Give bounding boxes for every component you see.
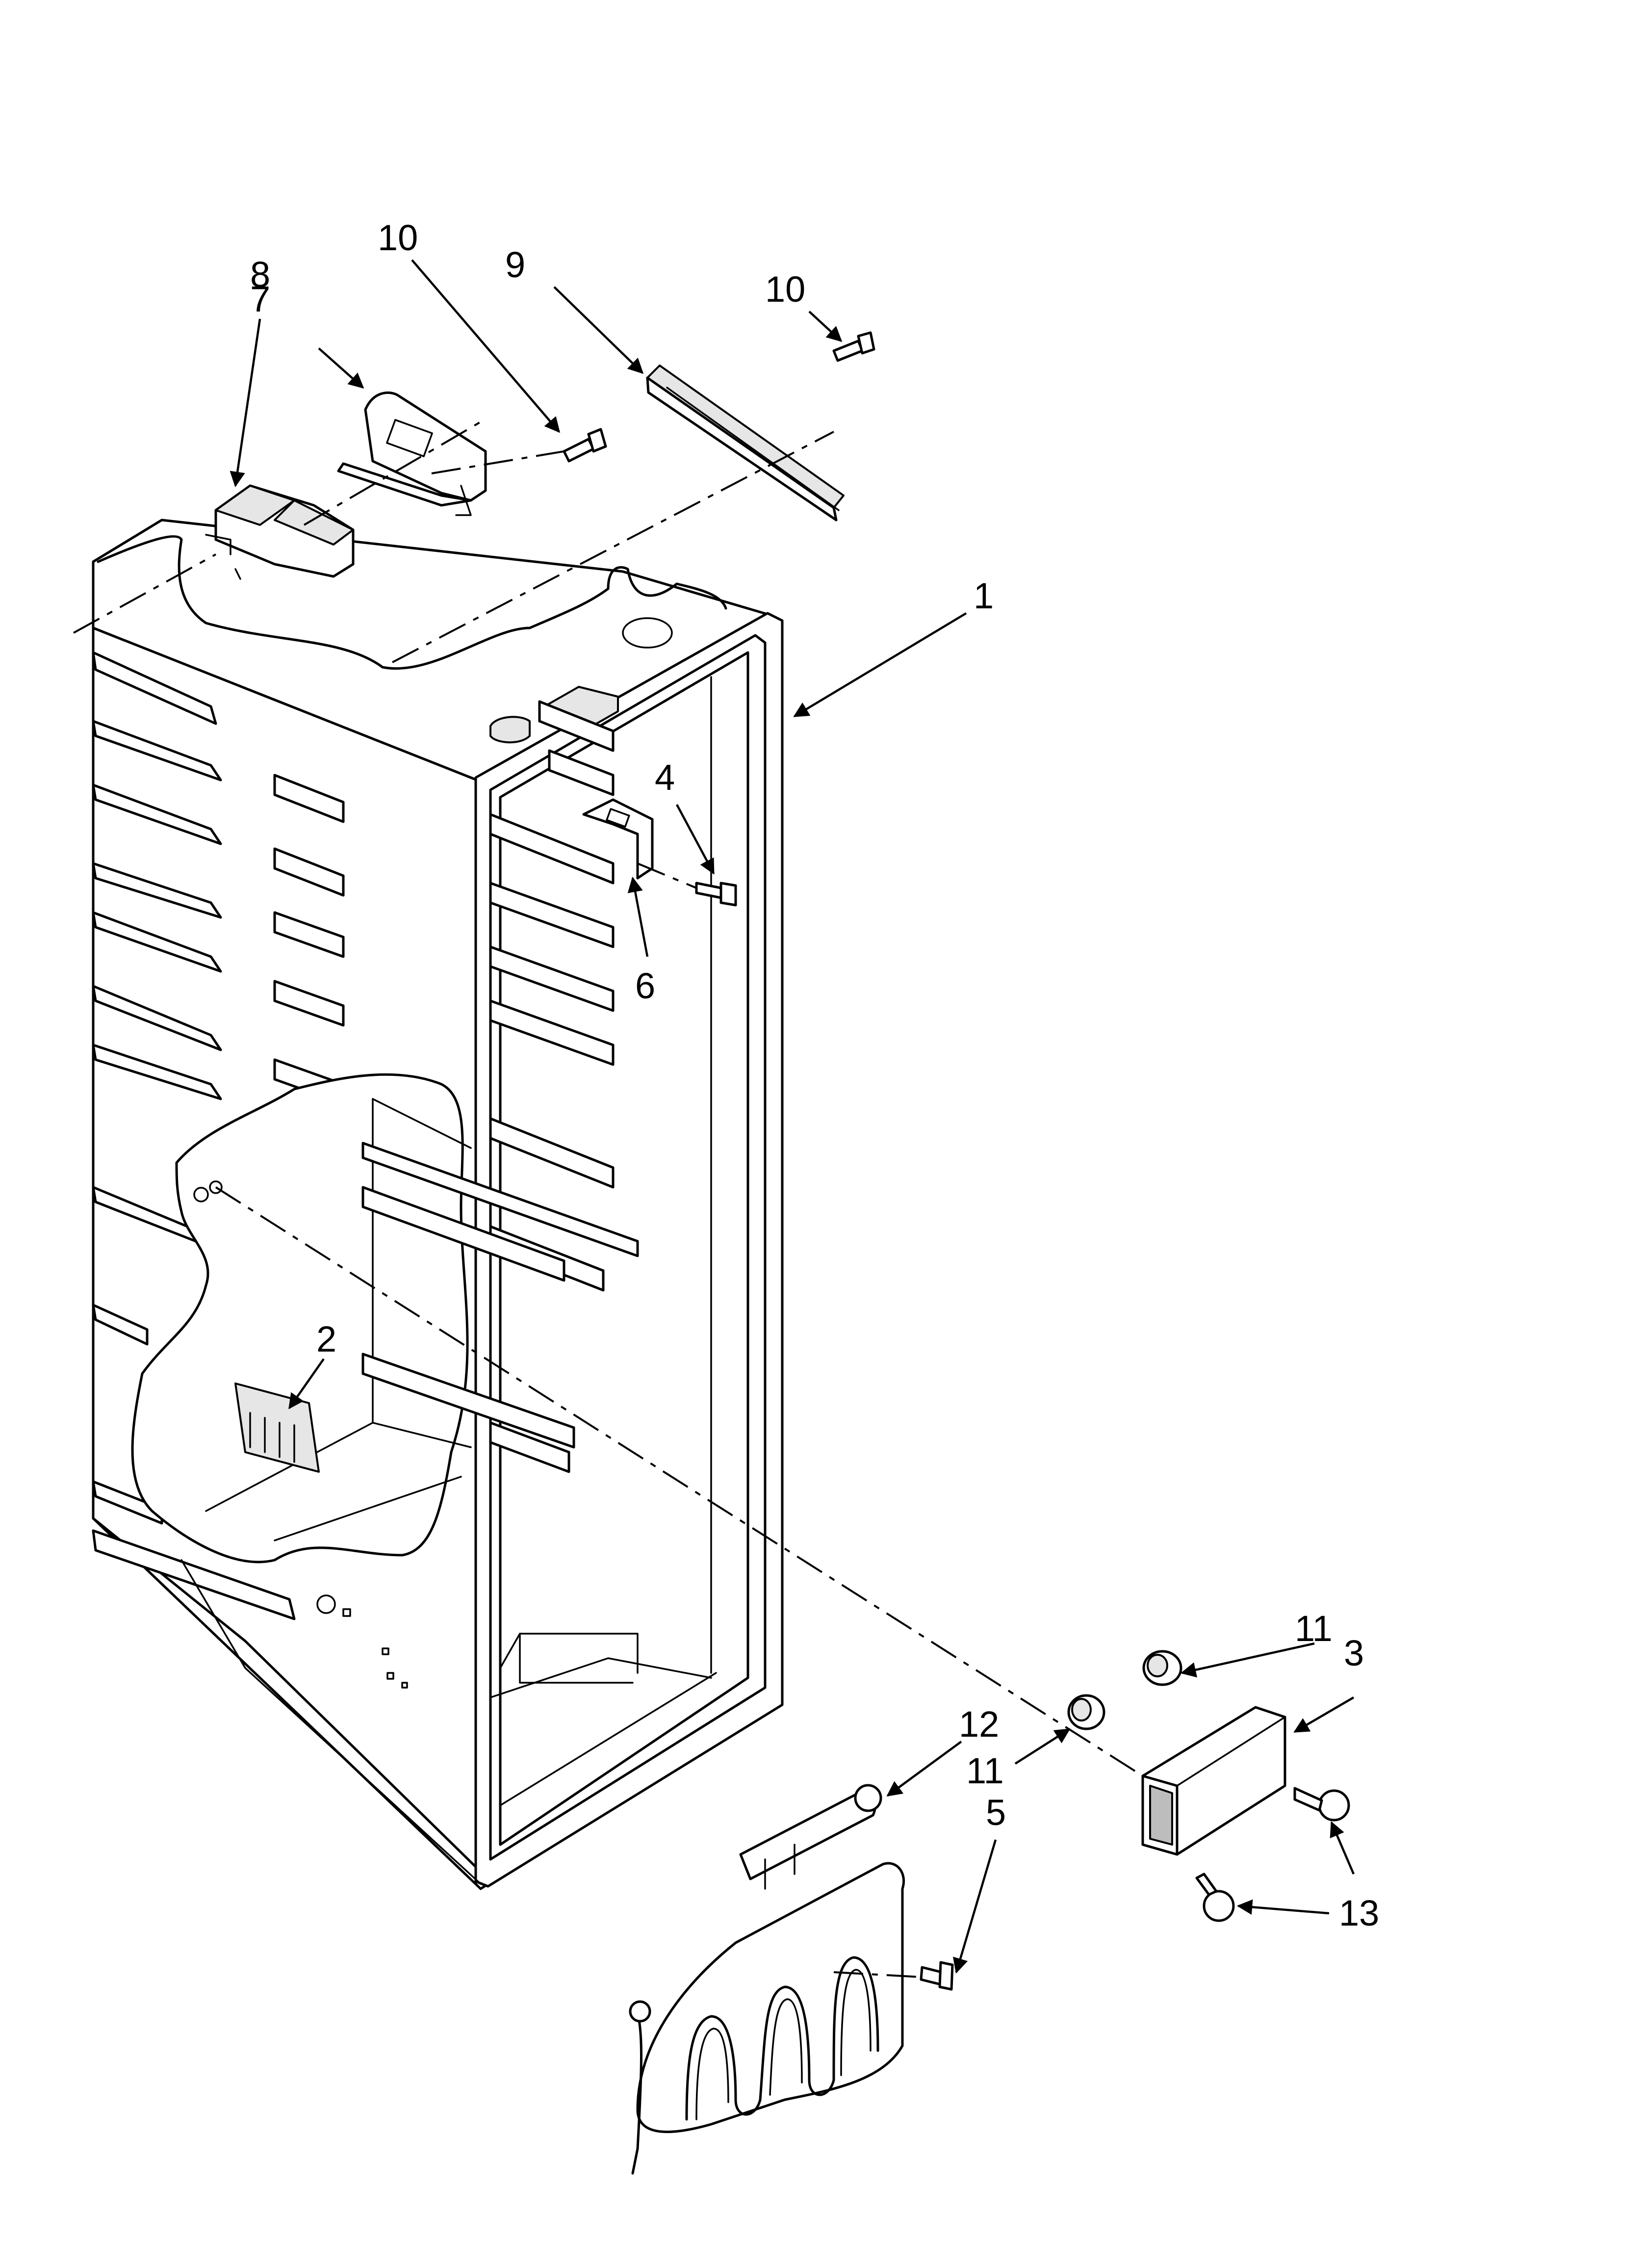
callout-13: 13 <box>1339 1893 1379 1933</box>
part-11-grommet-a <box>1142 1650 1182 1686</box>
callout-9: 9 <box>505 244 525 285</box>
part-5-screw <box>920 1961 954 1991</box>
refrigerator-liner <box>92 519 784 1890</box>
callout-11-upper: 11 <box>1295 1608 1333 1649</box>
callout-6: 6 <box>635 965 655 1006</box>
callout-7: 7 <box>250 279 270 319</box>
assembly-lines <box>73 421 1144 1978</box>
callout-4: 4 <box>655 757 675 798</box>
part-3-duct <box>1141 1706 1286 1856</box>
callout-10-left: 10 <box>378 217 418 258</box>
callout-11-lower: 11 <box>966 1750 1004 1791</box>
leader-lines <box>230 259 1355 1974</box>
callout-labels: 1 2 3 4 5 6 7 8 9 10 10 11 11 12 13 <box>250 217 1379 1933</box>
callout-10-right: 10 <box>765 269 805 310</box>
callout-12: 12 <box>959 1704 999 1745</box>
callout-3: 3 <box>1344 1633 1364 1673</box>
callout-8: 8 <box>250 254 270 295</box>
part-11-grommet-b <box>1067 1694 1105 1730</box>
part-4-screw <box>695 882 737 907</box>
part-10-screw-a <box>563 428 607 463</box>
callout-2: 2 <box>316 1319 336 1359</box>
part-9-channel <box>646 365 845 521</box>
part-6-bracket <box>582 798 654 880</box>
part-13-pin-b <box>1195 1873 1235 1922</box>
part-12-defrost-heater <box>629 1784 905 2175</box>
callout-5: 5 <box>986 1792 1006 1833</box>
part-7-control-housing <box>205 484 355 580</box>
part-13-pin-a <box>1293 1787 1350 1822</box>
callout-1: 1 <box>974 575 994 616</box>
part-10-screw-b <box>832 331 875 362</box>
part-8-bracket <box>337 391 487 516</box>
